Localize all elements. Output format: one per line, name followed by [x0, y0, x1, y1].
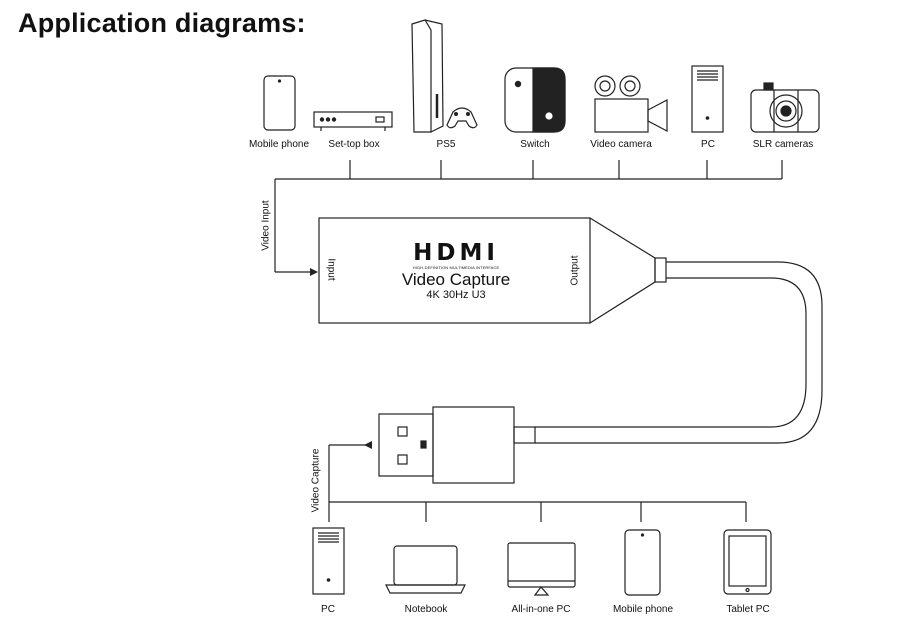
hdmi-logo: HDMI	[413, 240, 499, 266]
input-device-label-mobile-phone: Mobile phone	[248, 139, 310, 150]
switch-icon	[504, 67, 566, 133]
input-device-label-switch: Switch	[520, 139, 550, 150]
pc-tower-icon	[691, 65, 724, 133]
output-device-label-pc: PC	[321, 604, 335, 615]
product-spec: 4K 30Hz U3	[426, 289, 486, 301]
input-port-label: Input	[325, 258, 337, 281]
mobile-phone-icon	[263, 75, 296, 131]
input-device-label-video-camera: Video camera	[590, 139, 652, 150]
hdmi-logo-tagline: HIGH-DEFINITION MULTIMEDIA INTERFACE	[412, 265, 500, 270]
output-port-label: Output	[569, 255, 581, 286]
capture-dongle	[318, 217, 823, 444]
output-device-label-all-in-one-pc: All-in-one PC	[511, 604, 571, 615]
pc-tower-icon	[312, 527, 345, 595]
usb-plug	[378, 406, 536, 484]
mobile-phone-icon	[624, 529, 661, 596]
all-in-one-pc-icon	[507, 542, 576, 596]
product-name: Video Capture	[401, 270, 511, 289]
input-device-label-slr-cameras: SLR cameras	[752, 139, 814, 150]
set-top-box-icon	[313, 111, 393, 131]
slr-camera-icon	[750, 82, 820, 133]
output-device-label-mobile-phone: Mobile phone	[612, 604, 674, 615]
video-capture-side-label: Video Capture	[310, 448, 322, 513]
output-device-label-tablet-pc: Tablet PC	[726, 604, 770, 615]
input-device-label-ps5: PS5	[436, 139, 456, 150]
page-title: Application diagrams:	[18, 8, 306, 38]
tablet-icon	[723, 529, 772, 595]
video-input-label: Video Input	[260, 200, 272, 251]
ps5-icon	[411, 19, 478, 133]
input-device-label-set-top-box: Set-top box	[328, 139, 380, 150]
output-device-label-notebook: Notebook	[404, 604, 448, 615]
notebook-icon	[385, 545, 466, 594]
video-camera-icon	[594, 75, 668, 133]
input-device-label-pc: PC	[701, 139, 715, 150]
